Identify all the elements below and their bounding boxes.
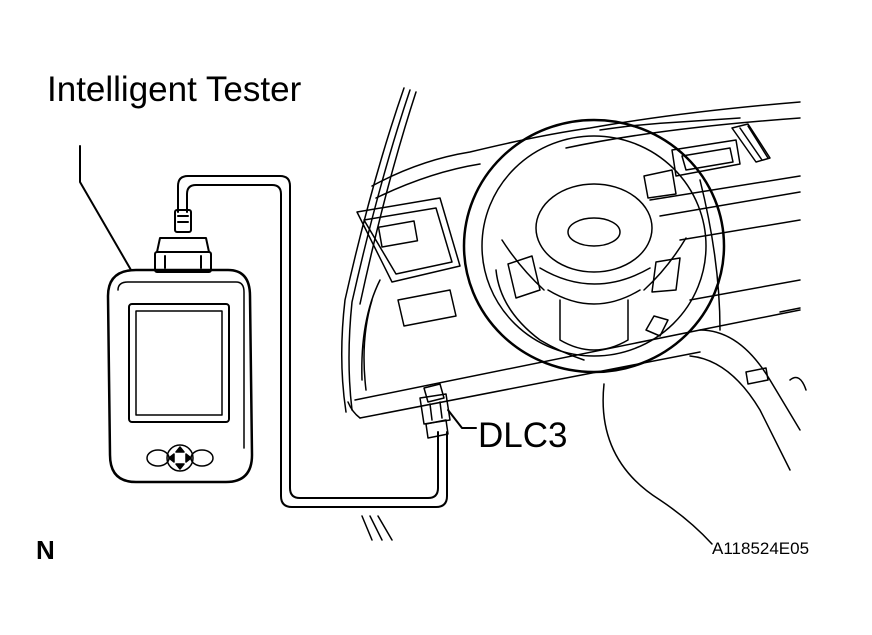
dlc3-connector bbox=[420, 384, 450, 438]
tester-leader-line bbox=[80, 146, 131, 270]
figure-code-leader bbox=[603, 384, 712, 544]
figure-code-label: A118524E05 bbox=[712, 539, 810, 558]
orientation-label: N bbox=[36, 535, 55, 565]
intelligent-tester-device bbox=[108, 270, 252, 482]
dlc3-label: DLC3 bbox=[478, 416, 568, 455]
center-console bbox=[650, 124, 806, 470]
tester-keypad bbox=[147, 445, 213, 471]
tester-plug bbox=[155, 210, 211, 272]
tester-label: Intelligent Tester bbox=[47, 70, 302, 109]
steering-wheel bbox=[464, 120, 724, 372]
a-pillar bbox=[342, 88, 416, 540]
tester-cable bbox=[178, 176, 447, 507]
dlc3-leader-line bbox=[448, 410, 476, 428]
